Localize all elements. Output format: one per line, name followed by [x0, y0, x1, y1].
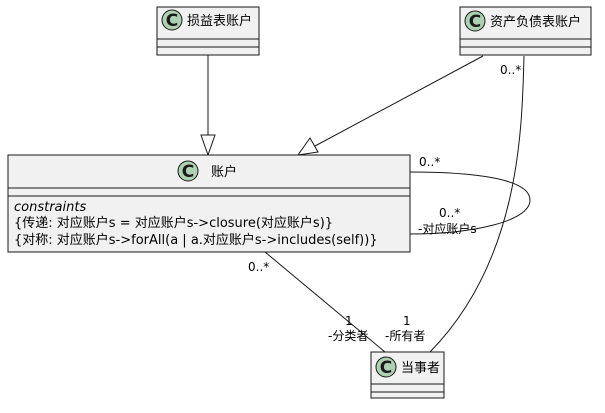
class-name: 当事者: [401, 361, 440, 376]
class-c-letter: C: [182, 162, 194, 182]
class-account[interactable]: C 账户 constraints {传递: 对应账户s = 对应账户s->clo…: [7, 154, 411, 253]
constraint-symmetric: {对称: 对应账户s->forAll(a | a.对应账户s->includes…: [14, 232, 378, 248]
self-association-target-multiplicity: 0..*: [439, 206, 460, 220]
class-profit-loss-account[interactable]: C 损益表账户: [156, 6, 260, 56]
account-party-association-line: [264, 251, 386, 353]
class-c-letter: C: [380, 358, 392, 378]
balance-party-party-multiplicity: 1: [403, 314, 411, 328]
generalization-profit-loss-arrowhead: [200, 134, 216, 157]
class-c-letter: C: [469, 12, 481, 32]
class-c-icon: [375, 356, 397, 378]
class-balance-sheet-account[interactable]: C 资产负债表账户: [459, 6, 592, 56]
constraints-stereotype: constraints: [14, 200, 86, 215]
class-box: [7, 154, 411, 253]
class-name: 账户: [211, 164, 237, 180]
balance-party-balance-multiplicity: 0..*: [500, 63, 521, 77]
account-party-party-role: -分类者: [328, 329, 368, 343]
generalization-balance-sheet-arrowhead: [296, 137, 319, 156]
balance-party-association-line: [429, 55, 525, 353]
class-c-letter: C: [166, 11, 178, 31]
constraint-transitive: {传递: 对应账户s = 对应账户s->closure(对应账户s)}: [14, 215, 333, 231]
self-association-target-role: -对应账户s: [418, 221, 477, 236]
class-c-icon: [161, 9, 183, 31]
generalization-balance-sheet-line: [314, 55, 484, 147]
class-c-icon: [464, 10, 486, 32]
class-c-icon: [177, 160, 199, 182]
account-party-party-multiplicity: 1: [345, 314, 353, 328]
class-name: 资产负债表账户: [490, 14, 581, 30]
balance-party-party-role: -所有者: [385, 329, 425, 343]
self-association-source-multiplicity: 0..*: [419, 155, 440, 169]
account-party-account-multiplicity: 0..*: [248, 260, 269, 274]
self-association-line: [409, 171, 531, 235]
class-name: 损益表账户: [187, 13, 252, 29]
class-party[interactable]: C 当事者: [370, 351, 445, 399]
